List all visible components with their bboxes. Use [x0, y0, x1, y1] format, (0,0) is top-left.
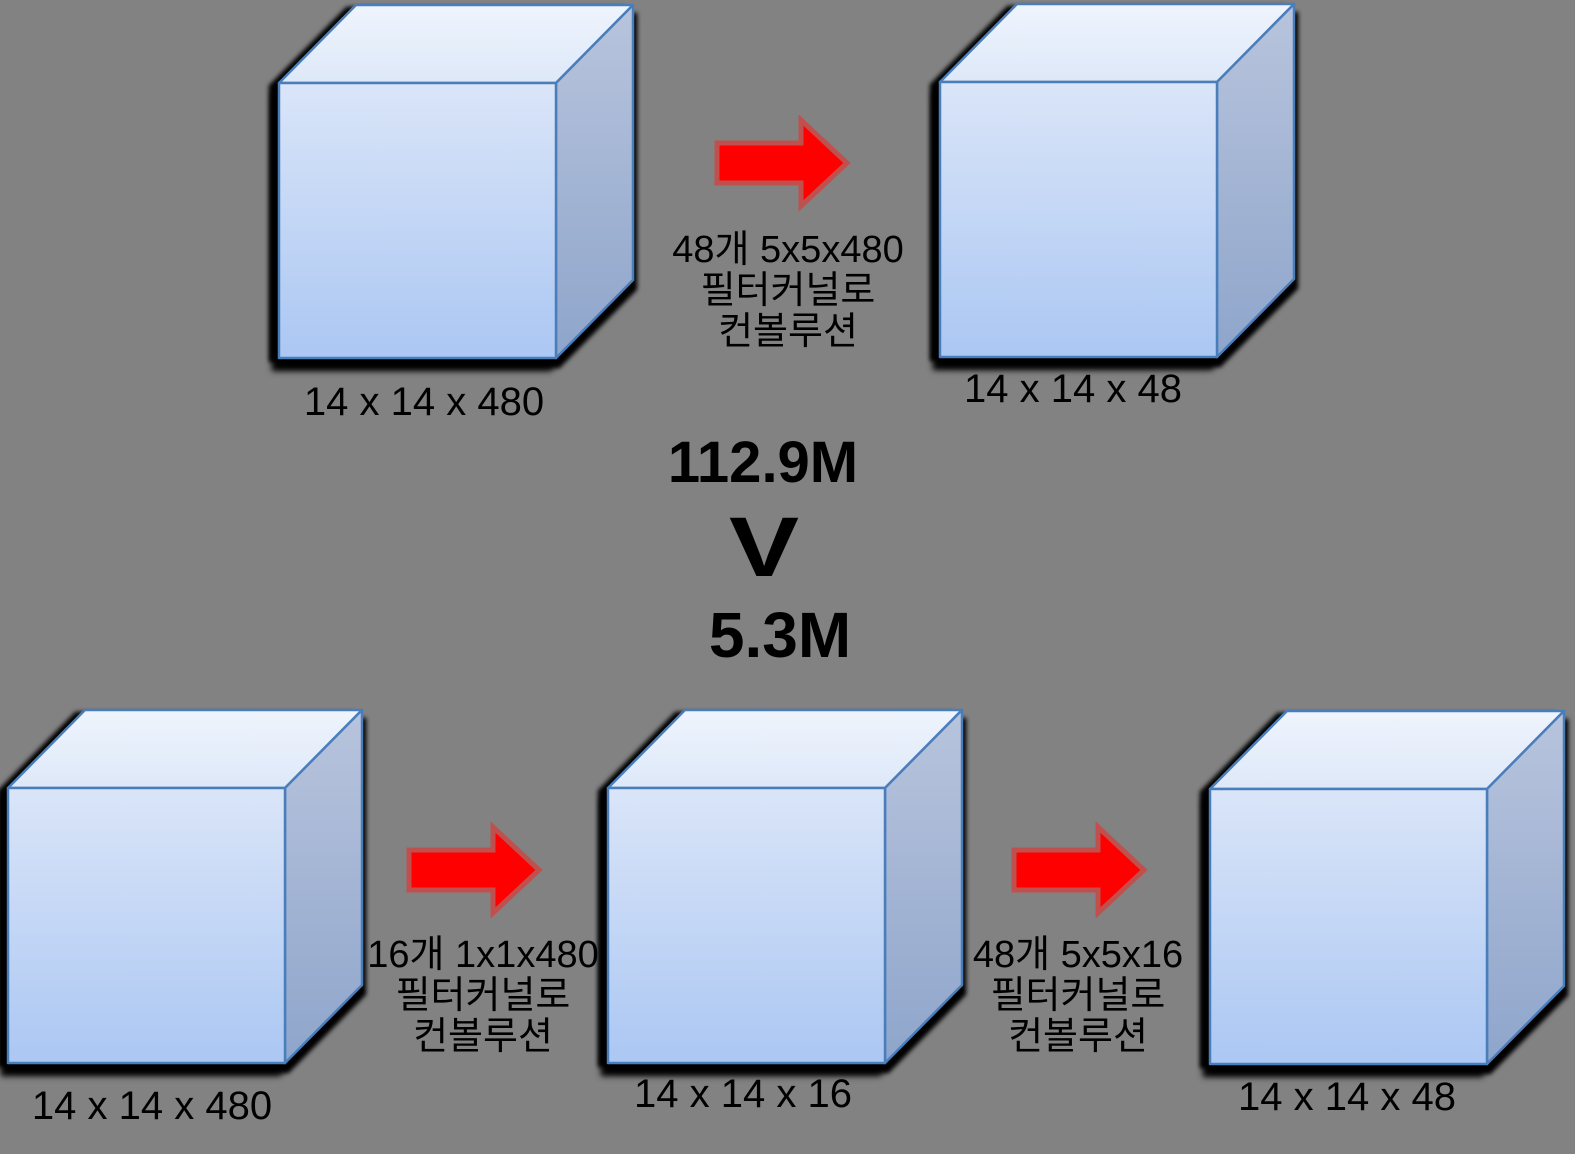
convolution-arrow-icon-bottom-2 [1011, 822, 1148, 918]
param-count-cheap: 5.3M [708, 599, 852, 671]
input-cube-top [277, 3, 635, 360]
right-arrow-shape [1011, 822, 1148, 918]
cube-front-face [6, 786, 287, 1065]
caption-line-2: 필터커널로 [990, 975, 1166, 1017]
cube-front-face [606, 786, 887, 1065]
cube-dimension-label-top-input: 14 x 14 x 480 [303, 380, 545, 424]
right-arrow-shape [406, 822, 543, 918]
input-cube-bottom [6, 708, 364, 1065]
cube-dimension-label-bottom-output: 14 x 14 x 48 [1238, 1075, 1456, 1119]
cube-front-face [277, 81, 558, 360]
caption-line-1: 48개 5x5x16 [972, 934, 1184, 976]
caption-line-2: 필터커널로 [700, 270, 876, 312]
output-cube-bottom [1208, 709, 1566, 1066]
param-count-expensive: 112.9M [667, 430, 859, 495]
intermediate-cube-bottom [606, 708, 964, 1065]
cube-dimension-label-bottom-intermediate: 14 x 14 x 16 [634, 1072, 852, 1116]
cube-front-face [1208, 787, 1489, 1066]
cube-front-face [938, 80, 1219, 359]
cube-dimension-label-bottom-input: 14 x 14 x 480 [31, 1084, 273, 1128]
caption-line-1: 16개 1x1x480 [367, 934, 599, 976]
convolution-caption-bottom-1: 16개 1x1x480 필터커널로 컨볼루션 [367, 935, 598, 1058]
caption-line-3: 컨볼루션 [1008, 1016, 1148, 1058]
right-arrow-shape [714, 115, 851, 211]
convolution-caption-top: 48개 5x5x480 필터커널로 컨볼루션 [672, 230, 903, 353]
caption-line-3: 컨볼루션 [413, 1016, 553, 1058]
convolution-arrow-icon-top [714, 115, 851, 211]
output-cube-top [938, 2, 1296, 359]
convolution-arrow-icon-bottom-1 [406, 822, 543, 918]
caption-line-2: 필터커널로 [395, 975, 571, 1017]
cube-dimension-label-top-output: 14 x 14 x 48 [964, 367, 1182, 411]
convolution-caption-bottom-2: 48개 5x5x16 필터커널로 컨볼루션 [973, 935, 1183, 1058]
versus-label: V [728, 500, 800, 594]
caption-line-3: 컨볼루션 [718, 311, 858, 353]
caption-line-1: 48개 5x5x480 [672, 229, 904, 271]
